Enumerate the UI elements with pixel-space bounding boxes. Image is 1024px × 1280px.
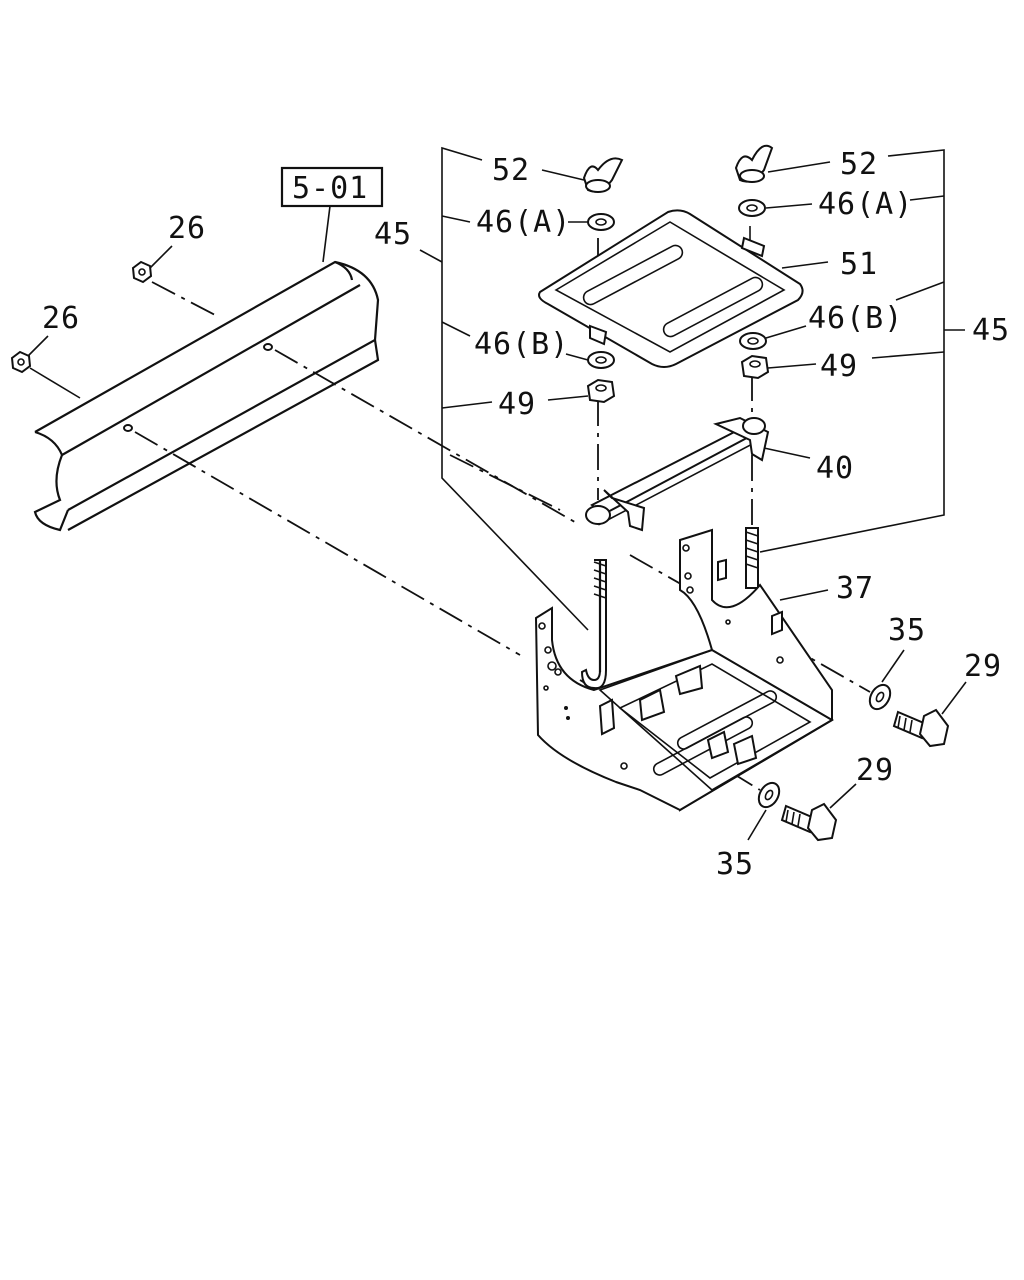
callout-40: 40 (816, 451, 854, 486)
flange-bolt-29-lower: 29 (780, 753, 894, 842)
callout-51: 51 (840, 247, 878, 282)
washer-35-upper: 35 (868, 613, 926, 711)
callout-26-top: 26 (168, 211, 206, 246)
washer-46b-left: 46(B) (441, 321, 615, 369)
flange-bolt-29-upper: 29 (892, 649, 1002, 748)
reference-box-label: 5-01 (292, 171, 368, 206)
callout-46a-left: 46(A) (476, 205, 571, 240)
callout-29-lower: 29 (856, 753, 894, 788)
hex-nut-49-right: 49 (740, 349, 945, 384)
battery-tray-37: 37 (534, 528, 874, 812)
j-bolt-right (745, 527, 759, 589)
washer-46b-right: 46(B) (739, 281, 945, 350)
hold-down-bar-40: 40 (585, 416, 854, 532)
callout-45-right: 45 (972, 313, 1010, 348)
callout-29-upper: 29 (964, 649, 1002, 684)
callout-45-left: 45 (374, 217, 412, 252)
flange-nut-26-top: 26 (131, 211, 206, 284)
flange-nut-26-left: 26 (10, 301, 81, 399)
wing-nut-52-left: 52 (492, 153, 624, 193)
kit-bracket-45-right: 45 (759, 149, 1010, 553)
callout-49-left: 49 (498, 387, 536, 422)
callout-49-right: 49 (820, 349, 858, 384)
washer-46a-right: 46(A) (738, 187, 945, 222)
hex-nut-49-left: 49 (441, 378, 616, 422)
callout-52-left: 52 (492, 153, 530, 188)
callout-46b-right: 46(B) (808, 301, 903, 336)
frame-rail (33, 260, 380, 532)
reference-box: 5-01 (280, 166, 384, 263)
wing-nut-52-right: 52 (734, 144, 878, 183)
callout-35-lower: 35 (716, 847, 754, 882)
j-bolt-left (580, 559, 607, 690)
callout-52-right: 52 (840, 147, 878, 182)
washer-46a-left: 46(A) (441, 205, 615, 240)
callout-35-upper: 35 (888, 613, 926, 648)
washer-35-lower: 35 (716, 781, 781, 882)
callout-26-left: 26 (42, 301, 80, 336)
kit-bracket-45-left: 45 (374, 146, 589, 631)
callout-46a-right: 46(A) (818, 187, 913, 222)
callout-37: 37 (836, 571, 874, 606)
callout-46b-left: 46(B) (474, 327, 569, 362)
battery-cover-51: 51 (538, 209, 878, 368)
